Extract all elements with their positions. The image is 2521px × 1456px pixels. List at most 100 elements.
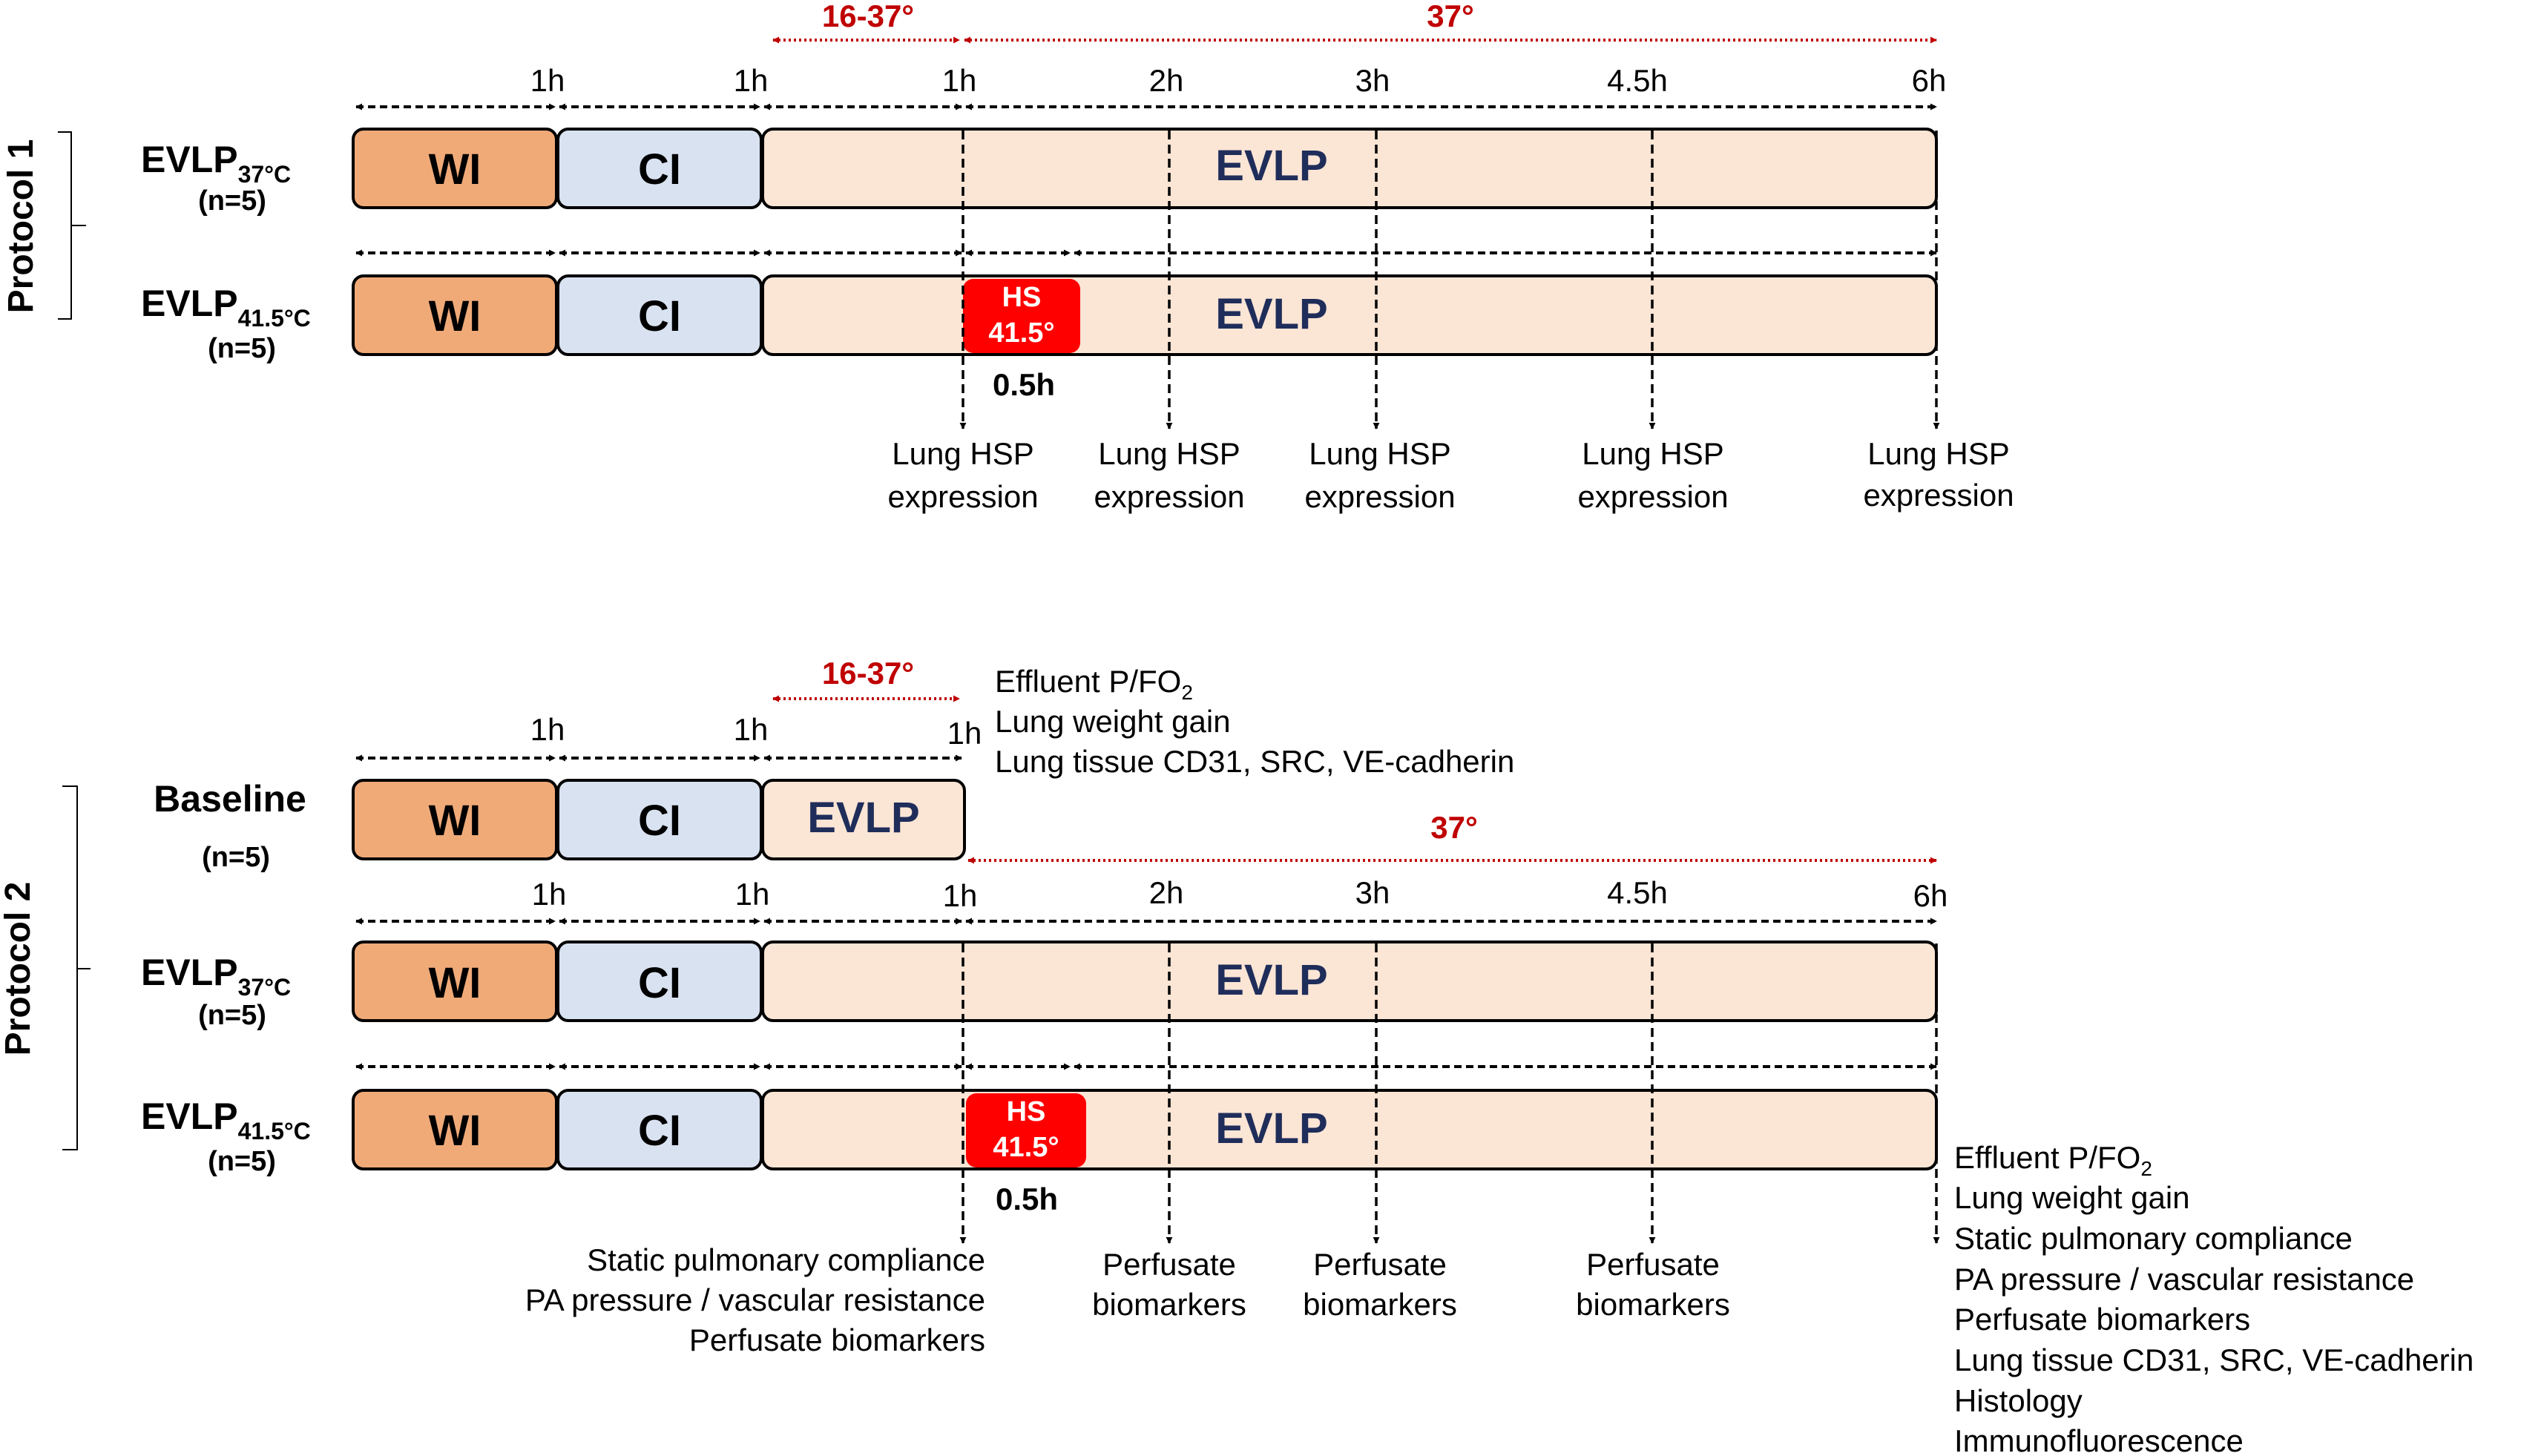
- heat-shock-box: [963, 279, 1080, 353]
- hour-label: 1h: [532, 877, 567, 912]
- hour-label: 4.5h: [1607, 63, 1668, 98]
- readout-text: Effluent P/FO: [1954, 1140, 2140, 1175]
- ci-label: CI: [638, 959, 681, 1007]
- readout-line: biomarkers: [1576, 1287, 1730, 1322]
- hour-label: 2h: [1149, 63, 1184, 98]
- readout-6h: Static pulmonary compliance: [1954, 1221, 2353, 1256]
- readout-line: expression: [1577, 479, 1728, 514]
- baseline-readout: Effluent P/FO2: [995, 664, 1193, 704]
- group-label-subscript: 41.5°C: [238, 305, 311, 332]
- readout-line: Perfusate: [1102, 1247, 1236, 1282]
- readout-1h: Perfusate biomarkers: [689, 1322, 985, 1357]
- protocol-2-title: Protocol 2: [0, 882, 38, 1056]
- readout-subscript: 2: [2140, 1157, 2152, 1180]
- evlp-bar: [761, 779, 966, 860]
- sampling-lines: [959, 943, 1940, 1244]
- wi-label: WI: [429, 1107, 481, 1155]
- baseline-readout: Lung weight gain: [995, 704, 1231, 739]
- group-n-label: (n=5): [202, 842, 270, 873]
- group-label-baseline: Baseline: [154, 778, 306, 820]
- evlp-label: EVLP: [807, 794, 920, 842]
- readout-text: Effluent P/FO: [995, 664, 1181, 699]
- heat-shock-temp: 41.5°: [993, 1132, 1059, 1163]
- temp-37-label: 37°: [1427, 0, 1474, 33]
- readout-line: biomarkers: [1092, 1287, 1246, 1322]
- heat-shock-temp: 41.5°: [988, 317, 1054, 349]
- readout-line: Lung HSP: [1582, 436, 1723, 471]
- baseline-readout: Lung tissue CD31, SRC, VE-cadherin: [995, 744, 1514, 779]
- hour-label: 2h: [1149, 875, 1184, 910]
- hour-label: 1h: [734, 63, 769, 98]
- readout-6h: Effluent P/FO2: [1954, 1140, 2152, 1180]
- readout-line: Perfusate: [1313, 1247, 1447, 1282]
- group-n-label: (n=5): [198, 1000, 266, 1031]
- readout-line: Lung HSP: [1867, 436, 2009, 471]
- protocol-1-title: Protocol 1: [1, 139, 41, 314]
- wi-label: WI: [429, 292, 481, 340]
- readout-1h: PA pressure / vascular resistance: [525, 1282, 985, 1317]
- temp-ramp-label: 16-37°: [822, 0, 914, 33]
- hour-label: 1h: [530, 712, 565, 747]
- evlp-bar: [761, 1089, 1938, 1170]
- heat-shock-box: [966, 1093, 1086, 1167]
- group-n-label: (n=5): [198, 185, 266, 217]
- group-label-evlp415: EVLP41.5°C: [141, 283, 311, 332]
- readout-line: expression: [1304, 479, 1455, 514]
- ci-label: CI: [638, 1107, 681, 1155]
- wi-label: WI: [429, 959, 481, 1007]
- hour-label: 1h: [947, 716, 982, 751]
- protocol-1-bracket: [58, 131, 86, 320]
- readout-line: Lung HSP: [1098, 436, 1240, 471]
- readout-subscript: 2: [1181, 681, 1193, 704]
- readout-6h: Lung weight gain: [1954, 1180, 2190, 1215]
- hour-label: 6h: [1912, 63, 1947, 98]
- readout-line: biomarkers: [1303, 1287, 1457, 1322]
- group-label-text: EVLP: [141, 139, 238, 180]
- readout-6h: Immunofluorescence: [1954, 1423, 2244, 1456]
- heat-shock-duration: 0.5h: [996, 1182, 1058, 1216]
- group-label-subscript: 37°C: [238, 161, 292, 188]
- readout-line: expression: [1863, 478, 2014, 513]
- evlp-bar: [761, 274, 1938, 356]
- group-label-subscript: 41.5°C: [238, 1118, 311, 1144]
- ci-label: CI: [638, 797, 681, 845]
- hour-label: 1h: [734, 712, 769, 747]
- group-label-text: EVLP: [141, 952, 238, 993]
- hour-label: 3h: [1355, 63, 1390, 98]
- sampling-lines: [959, 131, 1940, 429]
- readout-6h: PA pressure / vascular resistance: [1954, 1262, 2414, 1297]
- readout-6h: Lung tissue CD31, SRC, VE-cadherin: [1954, 1343, 2474, 1377]
- hour-label: 1h: [943, 878, 978, 913]
- hour-label: 4.5h: [1607, 875, 1668, 910]
- evlp-label: EVLP: [1215, 290, 1328, 338]
- evlp-bar: [761, 941, 1938, 1022]
- evlp-label: EVLP: [1215, 1104, 1328, 1153]
- group-label-evlp37: EVLP37°C: [141, 139, 291, 188]
- wi-label: WI: [429, 797, 481, 845]
- temp-37-label: 37°: [1430, 810, 1478, 845]
- protocol-2-bracket: [62, 785, 91, 1150]
- hour-label: 1h: [735, 877, 770, 912]
- group-n-label: (n=5): [208, 1146, 276, 1177]
- hour-label: 6h: [1913, 878, 1948, 913]
- wi-label: WI: [429, 145, 481, 194]
- ci-label: CI: [638, 145, 681, 194]
- evlp-bar: [761, 128, 1938, 209]
- heat-shock-duration: 0.5h: [993, 367, 1055, 402]
- readout-6h: Perfusate biomarkers: [1954, 1302, 2250, 1337]
- readout-line: expression: [887, 479, 1038, 514]
- evlp-label: EVLP: [1215, 142, 1328, 190]
- group-label-evlp415: EVLP41.5°C: [141, 1096, 311, 1144]
- readout-line: Lung HSP: [1309, 436, 1450, 471]
- readout-line: Perfusate: [1586, 1247, 1720, 1282]
- readout-6h: Histology: [1954, 1383, 2083, 1418]
- readout-line: Lung HSP: [892, 436, 1033, 471]
- ci-label: CI: [638, 292, 681, 340]
- temp-ramp-label: 16-37°: [822, 656, 914, 691]
- heat-shock-label: HS: [1002, 282, 1042, 313]
- hour-label: 3h: [1355, 875, 1390, 910]
- hour-label: 1h: [942, 63, 977, 98]
- heat-shock-label: HS: [1007, 1096, 1046, 1127]
- protocol-1: Protocol 1 16-37° 37° 1h 1h 1h 2h 3h 4.5…: [1, 0, 2014, 514]
